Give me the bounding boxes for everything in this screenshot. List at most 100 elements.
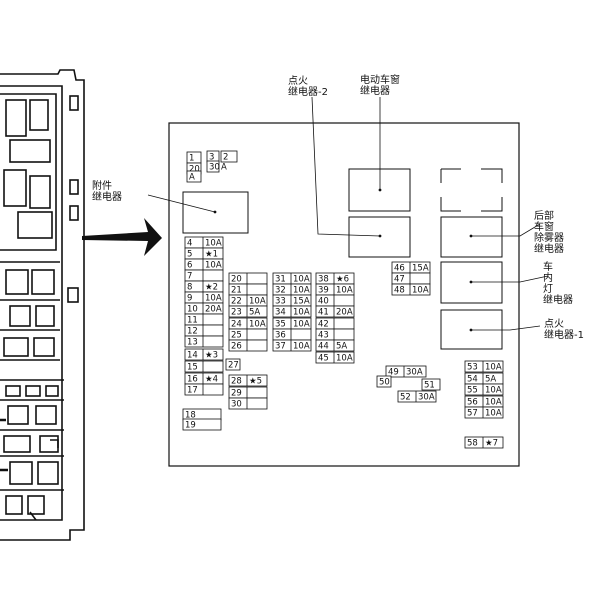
fuse-rating: 10A — [485, 409, 502, 419]
fuse-cell-box — [228, 374, 268, 387]
label-line: 电动车窗 — [360, 75, 400, 86]
fuse-number: A — [189, 173, 195, 183]
fuse-number: 36 — [275, 331, 286, 341]
fuse-rating: 10A — [205, 261, 222, 271]
fuse-rating: ★6 — [336, 275, 349, 285]
fuse-number: 22 — [231, 297, 242, 307]
fuse-cell-box — [315, 305, 355, 318]
fuse-number: 17 — [187, 386, 198, 396]
fuse-cell: 56 10A — [464, 395, 504, 408]
fuse-number: 31 — [275, 275, 286, 285]
fuse-rating: 10A — [205, 294, 222, 304]
fuse-number: 47 — [394, 275, 405, 285]
fuse-number: 56 — [467, 398, 478, 408]
fuse-cell-box — [464, 383, 504, 396]
fuse-rating: ★1 — [205, 250, 218, 260]
fuse-cell: 17 — [184, 383, 224, 396]
fuse-number: 24 — [231, 320, 242, 330]
label-line: 继电器-1 — [544, 330, 584, 341]
fuse-rating: ★2 — [205, 283, 218, 293]
fuse-rating: 10A — [336, 354, 353, 364]
fuse-cell: 7 — [184, 269, 224, 282]
label-line: 继电器 — [543, 295, 573, 306]
fuse-rating: 20A — [336, 308, 353, 318]
fuse-cell-box — [464, 406, 504, 419]
fuse-rating: 10A — [412, 286, 429, 296]
label-interior-light-relay: 车 内 灯 继电器 — [543, 262, 573, 306]
fuse-cell-box — [184, 383, 224, 396]
relay-accessory — [182, 191, 249, 234]
relay-power-window — [348, 168, 411, 212]
fuse-cell-box — [385, 365, 427, 378]
fuse-number: 46 — [394, 264, 405, 274]
fuse-cell-box — [397, 390, 437, 403]
fuse-rating: 10A — [293, 308, 310, 318]
fuse-number: 54 — [467, 375, 478, 385]
fuse-cell-box — [315, 339, 355, 352]
fuse-number: 4 — [187, 239, 192, 249]
fuse-rating: 10A — [249, 320, 266, 330]
fuse-number: 55 — [467, 386, 478, 396]
fuse-number: 58 — [467, 439, 478, 449]
fuse-cell: 30 — [228, 397, 268, 410]
fuse-number: 28 — [231, 377, 242, 387]
fuse-number: 25 — [231, 331, 242, 341]
fuse-cell: 6 10A — [184, 258, 224, 271]
fuse-number: 52 — [400, 393, 411, 403]
label-accessory-relay: 附件 继电器 — [92, 181, 122, 203]
fuse-number: 57 — [467, 409, 478, 419]
fuse-number: 15 — [187, 363, 198, 373]
fuse-number: 10 — [187, 305, 198, 315]
fuse-cell: 5★1 — [184, 247, 224, 260]
fuse-number: 19 — [185, 421, 196, 431]
fuse-rating: 10A — [485, 386, 502, 396]
fuse-rating: 5A — [336, 342, 347, 352]
fuse-number: 7 — [187, 272, 192, 282]
fuse-number: 2 — [223, 153, 228, 163]
fuse-number: 45 — [318, 354, 329, 364]
pointer-arrow — [82, 218, 162, 256]
fuse-cell: 16 ★4 — [184, 372, 224, 385]
fuse-number: 30 — [209, 163, 220, 173]
fuse-cell: 43 — [315, 328, 355, 341]
label-line: 点火 — [288, 76, 308, 87]
fuse-cell: 58★7 — [464, 436, 504, 449]
fuse-cell: 1 — [186, 151, 202, 164]
relay-interior-light — [440, 261, 503, 304]
fuse-rating: ★4 — [205, 375, 218, 385]
fuse-number: 29 — [231, 389, 242, 399]
fuse-cell: 26 — [228, 339, 268, 352]
fuse-cell: 13 — [184, 335, 224, 348]
fuse-number: 44 — [318, 342, 329, 352]
label-line: 继电器 — [92, 192, 122, 203]
fuse-number: 1 — [189, 154, 194, 164]
fuse-cell: 28★5 — [228, 374, 268, 387]
fuse-number: 27 — [228, 361, 239, 371]
fuse-number: 16 — [187, 375, 198, 385]
fuse-rating: 15A — [293, 297, 310, 307]
fuse-rating: 10A — [485, 398, 502, 408]
label-ignition-relay-1: 点火 继电器-1 — [544, 319, 584, 341]
fuse-box-outline — [168, 122, 520, 467]
label-line: 车窗 — [534, 222, 554, 233]
fuse-cell-box — [186, 170, 202, 183]
fuse-rating: 10A — [485, 363, 502, 373]
fuse-number: 30 — [231, 400, 242, 410]
fuse-rating: 10A — [249, 297, 266, 307]
fuse-number: 11 — [187, 316, 198, 326]
fuse-cell: 50 — [376, 375, 392, 388]
fuse-number: 6 — [187, 261, 192, 271]
label-line: 车 — [543, 262, 553, 273]
relays — [182, 168, 503, 350]
